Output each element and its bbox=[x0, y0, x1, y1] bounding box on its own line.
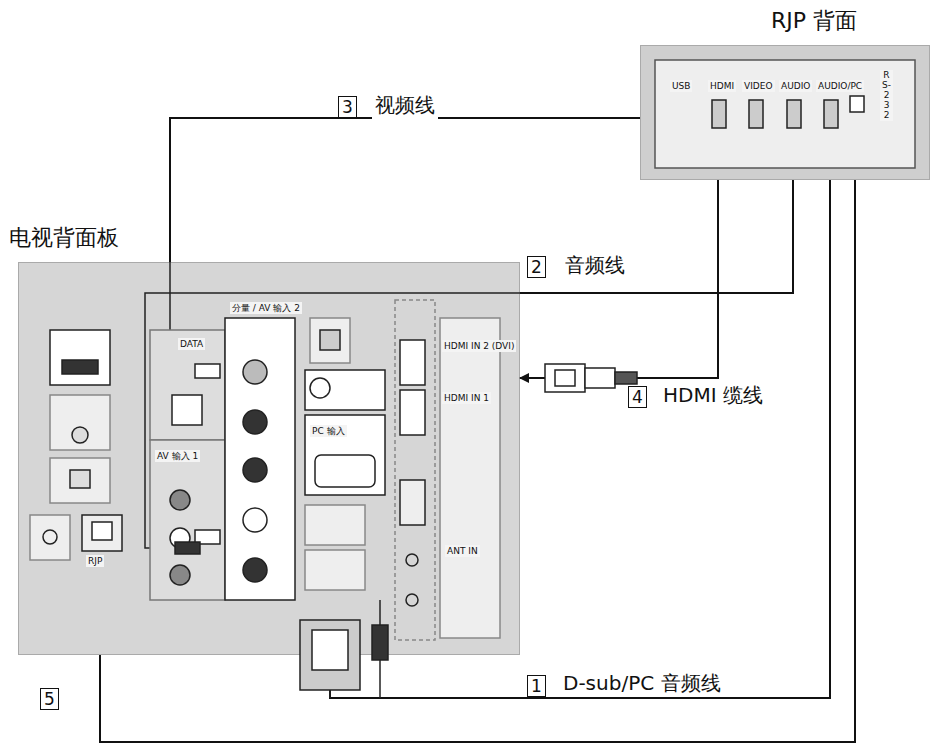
port-label: HDMI IN 2 (DVI) bbox=[442, 340, 516, 352]
port-label: 分量 / AV 输入 2 bbox=[230, 302, 302, 314]
port-label: AUDIO/PC bbox=[816, 80, 864, 92]
port-label: ANT IN bbox=[445, 545, 480, 557]
panel-heading: 电视背面板 bbox=[9, 223, 119, 253]
panel-heading: RJP 背面 bbox=[771, 6, 857, 36]
cable-line bbox=[520, 180, 793, 293]
port-label: USB bbox=[670, 80, 692, 92]
cable-label: 音频线 bbox=[562, 252, 628, 279]
port-label: PC 输入 bbox=[310, 425, 347, 437]
port-label: HDMI bbox=[708, 80, 736, 92]
port-label: AUDIO bbox=[779, 80, 812, 92]
port-label: AV 输入 1 bbox=[155, 450, 200, 462]
callout-number: 3 bbox=[338, 96, 357, 118]
port-label: VIDEO bbox=[742, 80, 775, 92]
port-label: DATA bbox=[178, 338, 205, 350]
cable-label: D-sub/PC 音频线 bbox=[560, 670, 724, 697]
cable-line bbox=[170, 118, 640, 262]
callout-number: 2 bbox=[527, 256, 546, 278]
callout-number: 5 bbox=[40, 688, 59, 710]
port-label: RS-232 bbox=[880, 70, 893, 121]
cable-label: 视频线 bbox=[372, 92, 438, 119]
cable-line bbox=[520, 180, 718, 378]
port-label: HDMI IN 1 bbox=[442, 392, 491, 404]
cable-label: HDMI 缆线 bbox=[660, 382, 766, 409]
port-label: RJP bbox=[86, 555, 104, 567]
callout-number: 4 bbox=[628, 386, 647, 408]
callout-number: 1 bbox=[527, 675, 546, 697]
